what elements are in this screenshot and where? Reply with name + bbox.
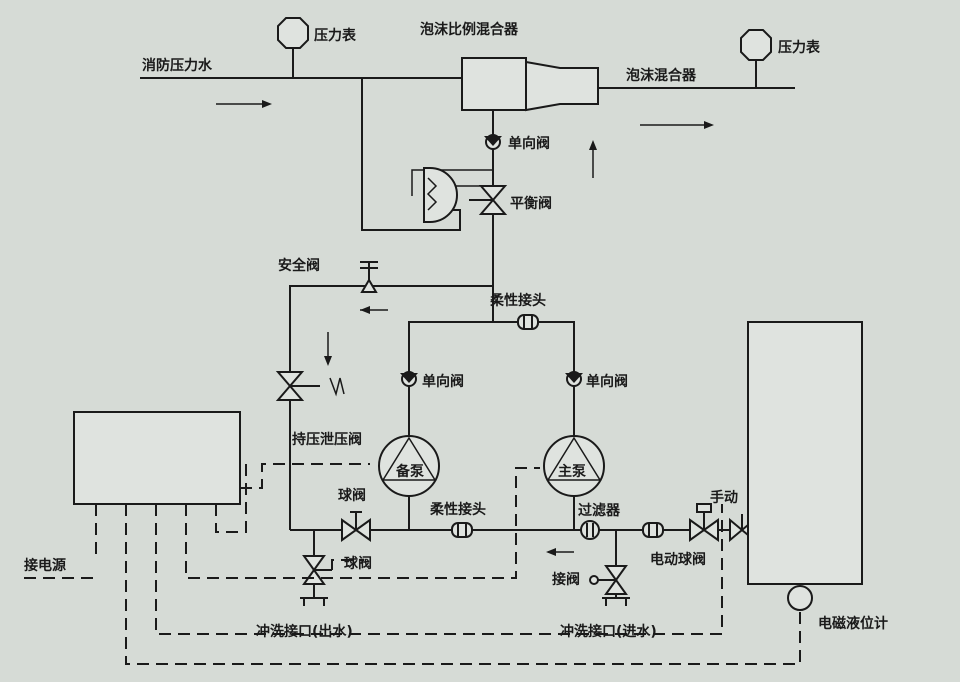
label-ball-valve-upper: 球阀: [338, 487, 366, 504]
label-flush-inlet: 冲洗接口(进水): [560, 623, 657, 640]
balance-valve-icon: [469, 185, 508, 215]
label-pressure-gauge-right: 压力表: [778, 39, 821, 56]
connect-valve-icon: [589, 565, 628, 595]
label-flex-joint-bottom: 柔性接头: [429, 501, 486, 518]
label-foam-proportioner: 泡沫比例混合器: [420, 21, 519, 38]
flex-joint-right-icon: [642, 522, 664, 538]
label-electric-ball-valve: 电动球阀: [650, 551, 706, 568]
control-panel: [73, 411, 241, 505]
label-check-valve-left: 单向阀: [422, 373, 464, 390]
label-check-valve-right: 单向阀: [586, 373, 628, 390]
label-level-gauge: 电磁液位计: [818, 615, 888, 632]
pressure-gauge-left-icon: [277, 17, 309, 78]
flow-arrows: [216, 100, 714, 556]
label-filter: 过滤器: [578, 502, 621, 519]
pressure-gauge-right-icon: [740, 29, 772, 88]
foam-proportioner: [461, 57, 599, 112]
label-main-pump: 主泵: [558, 463, 586, 480]
safety-valve-icon: [360, 261, 378, 293]
foam-tank: [747, 321, 863, 585]
flush-inlet-icon: [602, 597, 630, 606]
label-connect-valve: 接阀: [552, 571, 580, 588]
label-foam-mixer: 泡沫混合器: [626, 67, 697, 84]
filter-icon: [580, 520, 600, 540]
label-check-valve-top: 单向阀: [508, 135, 550, 152]
electric-ball-valve-icon: [689, 503, 719, 542]
level-gauge-icon: [787, 585, 813, 611]
pressure-balance-diaphragm-icon: [423, 167, 458, 223]
suction-line-pipes: [313, 496, 748, 598]
label-power-connection: 接电源: [24, 557, 66, 574]
fire-water-main-pipe: [140, 77, 795, 89]
check-valve-left-icon: [400, 371, 418, 387]
ball-valve-upper-icon: [341, 511, 371, 542]
label-safety-valve: 安全阀: [278, 257, 320, 274]
label-flush-outlet: 冲洗接口(出水): [256, 623, 353, 640]
label-ball-valve-lower: 球阀: [344, 555, 372, 572]
label-flex-joint-top: 柔性接头: [489, 292, 546, 309]
label-fire-water: 消防压力水: [142, 57, 213, 74]
label-pressure-gauge-left: 压力表: [314, 27, 357, 44]
check-valve-right-icon: [565, 371, 583, 387]
label-manual: 手动: [710, 489, 738, 506]
check-valve-top-icon: [484, 134, 502, 150]
control-wiring: [24, 463, 801, 665]
label-relief-valve: 持压泄压阀: [292, 431, 362, 448]
flush-outlet-icon: [300, 597, 328, 606]
ball-valve-lower-icon: [302, 555, 332, 585]
label-standby-pump: 备泵: [395, 463, 424, 480]
label-balance-valve: 平衡阀: [510, 195, 552, 212]
flex-joint-bottom-icon: [451, 522, 473, 538]
flex-joint-top-icon: [517, 314, 539, 330]
relief-valve-icon: [275, 371, 345, 401]
